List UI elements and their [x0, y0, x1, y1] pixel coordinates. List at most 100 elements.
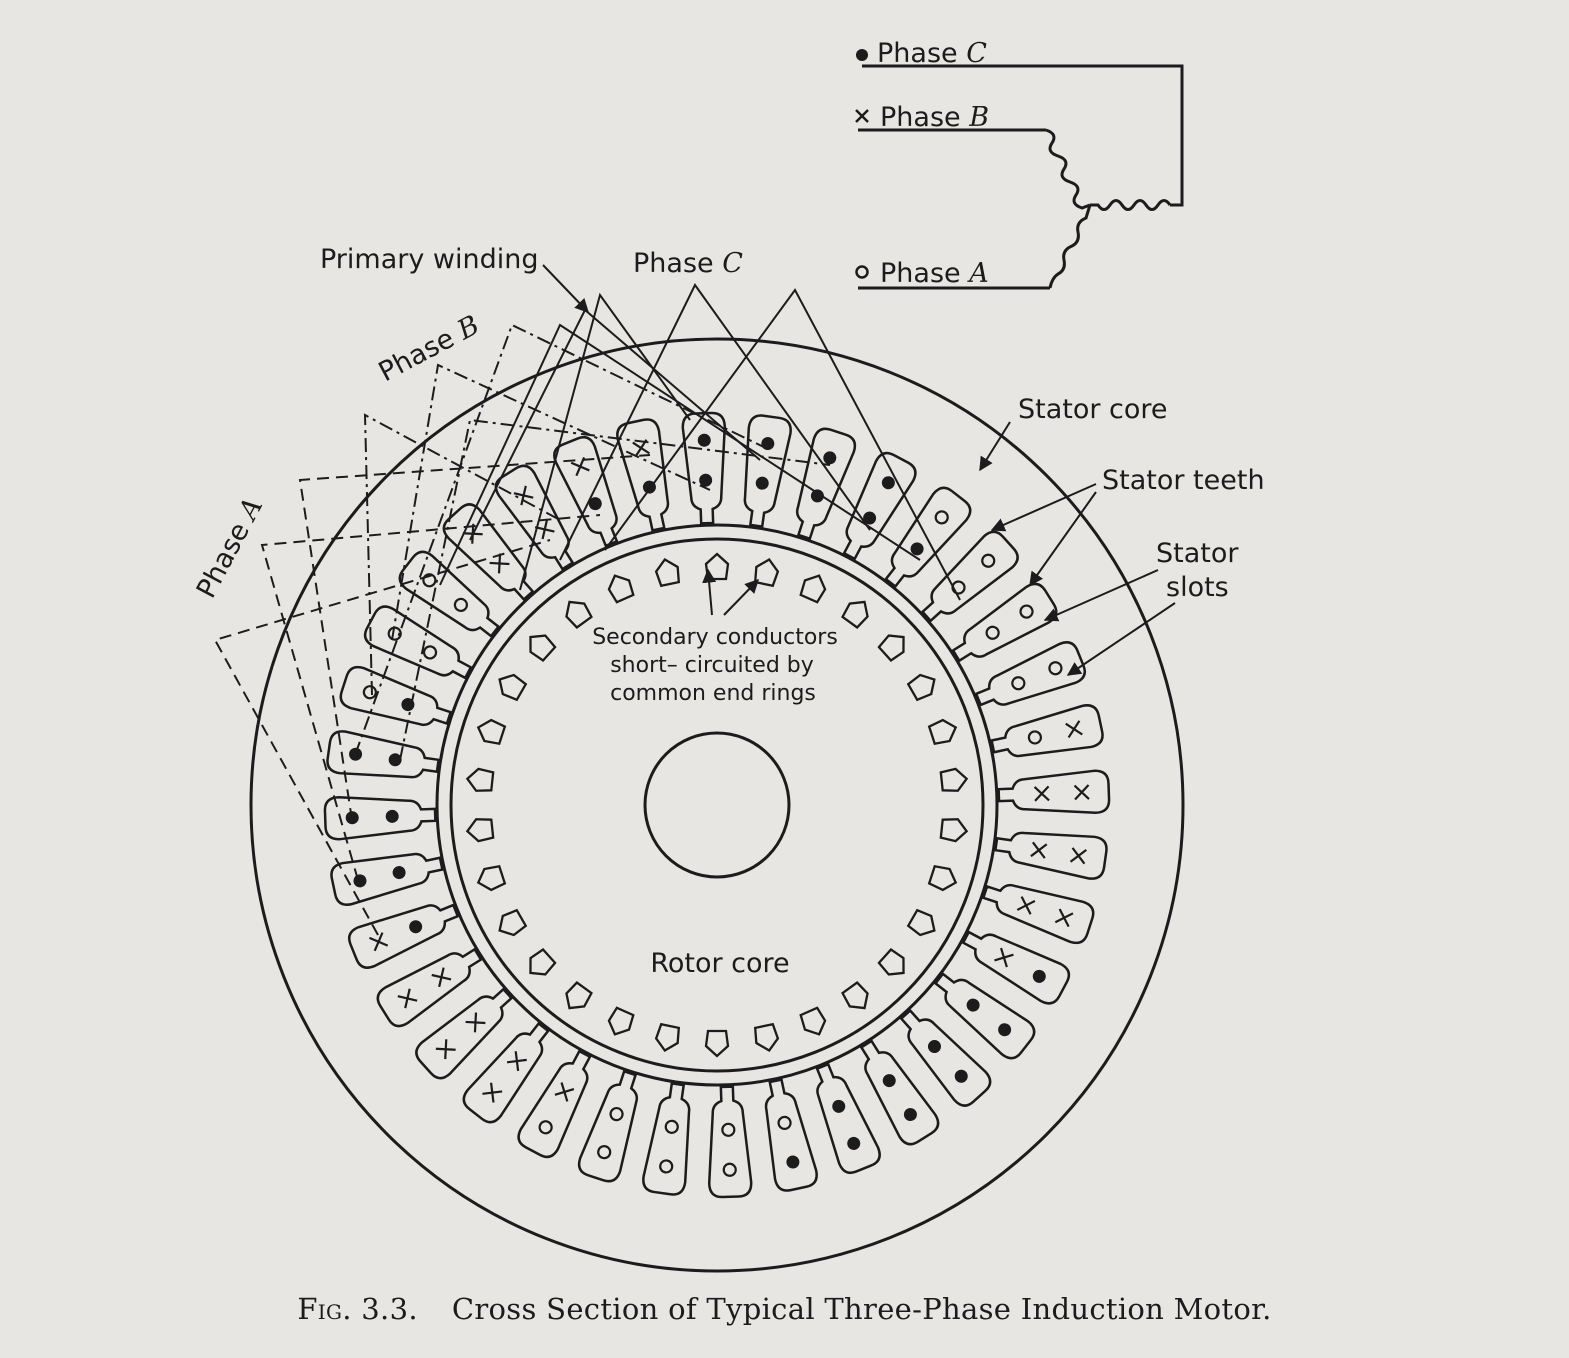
stator-slot-outline [951, 582, 1058, 663]
rotor-bar-outline [704, 552, 730, 581]
rotor-bar-outline [654, 1022, 681, 1053]
stator-slot-outline [795, 427, 857, 541]
rotor-bar-outline [607, 574, 635, 604]
phase-b-conductor-cross [534, 519, 555, 540]
stator-outer-circle [249, 337, 1185, 1273]
phase-c-conductor-dot [882, 1074, 896, 1088]
rotor-bars-group [465, 552, 969, 1058]
stator-slot-outline [376, 947, 483, 1028]
phase-c-conductor-dot [755, 476, 769, 490]
stator-slot [376, 947, 483, 1028]
stator-bore-circle [435, 523, 999, 1087]
rotor-bar [654, 557, 681, 588]
stator-slot-outline [642, 1082, 691, 1196]
stator-slots-label-line2: slots [1166, 572, 1229, 603]
stator-slot-outline [899, 1008, 992, 1107]
stator-slot [553, 435, 619, 548]
phase-c-conductor-dot [863, 511, 877, 525]
rotor-bar-outline [654, 557, 681, 588]
stator-slot [899, 1008, 992, 1107]
phase-c-conductor-dot [966, 998, 980, 1012]
stator-slot [323, 795, 437, 841]
phase-b-conductor-cross [489, 553, 510, 574]
phase-c-winding-label: Phase C [633, 248, 743, 279]
rotor-bar-outline [753, 557, 780, 588]
phase-c-conductor-dot [385, 809, 399, 823]
stator-slot [326, 730, 440, 779]
rotor-bar [529, 634, 557, 662]
rotor-bar-outline [841, 981, 869, 1010]
rotor-bar-outline [877, 634, 905, 662]
stator-slot-outline [764, 1078, 818, 1192]
phase-c-winding-line [604, 288, 961, 601]
phase-b-conductor-cross [369, 932, 389, 952]
rotor-bar [799, 1006, 827, 1036]
stator-slot [997, 769, 1111, 815]
stator-slot [764, 1078, 818, 1192]
phase-b-winding-line [391, 363, 711, 641]
phase-a-conductor-circle [659, 1159, 674, 1174]
stator-teeth-arrow [990, 483, 1097, 532]
stator-slot [462, 1021, 550, 1124]
rotor-bar [704, 552, 730, 581]
stator-slot-outline [616, 418, 670, 532]
rotor-bar-outline [841, 600, 869, 629]
rotor-bar [753, 1022, 780, 1053]
stator-slot [859, 1039, 940, 1146]
phase-c-conductor-dot [392, 866, 406, 880]
phase-b-winding-label: Phase B [374, 310, 485, 389]
stator-slot-outline [347, 903, 460, 969]
phase-b-conductor-cross [1054, 908, 1074, 928]
stator-slot [330, 852, 444, 906]
phase-b-conductor-cross [1065, 720, 1083, 739]
stator-slot-outline [415, 987, 514, 1080]
stator-slot [815, 1062, 881, 1175]
phase-c-conductor-dot [388, 753, 402, 767]
phase-b-conductor-cross [506, 1051, 527, 1072]
phase-b-conductor-cross [554, 1082, 575, 1102]
phase-c-conductor-dot [910, 542, 924, 556]
stator-slot-outline [398, 550, 501, 638]
phase-b-conductor-cross [1073, 784, 1090, 801]
stator-slots-arrow [1043, 569, 1159, 622]
phase-b-winding-line [354, 323, 771, 756]
primary-winding-arrow [542, 264, 589, 314]
phase-a-coil [1048, 204, 1092, 289]
phase-a-conductor-circle [597, 1145, 612, 1160]
stator-slot [951, 582, 1058, 663]
phase-c-conductor-dot [699, 473, 713, 487]
phase-c-conductor-dot [810, 489, 824, 503]
phase-b-terminal-cross [855, 109, 869, 123]
rotor-bar-outline [498, 673, 528, 702]
rotor-bar [704, 1029, 730, 1058]
stator-slot [981, 883, 1095, 945]
stator-core-label: Stator core [1018, 394, 1168, 425]
rotor-bar [529, 948, 557, 976]
rotor-bar-outline [465, 767, 495, 792]
phase-a-conductor-circle [985, 625, 1000, 640]
phase-b-conductor-cross [994, 947, 1014, 968]
phase-c-conductor-dot [954, 1069, 968, 1083]
legend-phase-a-label: Phase A [880, 258, 989, 289]
rotor-bar [465, 818, 495, 843]
phase-c-coil [1090, 199, 1172, 211]
rotor-bar-outline [799, 1006, 827, 1036]
rotor-bar-outline [939, 818, 969, 843]
phase-a-conductor-circle [1019, 604, 1034, 619]
rotor-outer-circle [449, 537, 985, 1073]
stator-slot-outline [981, 883, 1095, 945]
stator-slots-label-line1: Stator [1156, 538, 1239, 569]
rotor-bar-outline [753, 1022, 780, 1053]
secondary-conductors-label-line2: short– circuited by [610, 653, 814, 678]
stator-slot [920, 530, 1019, 623]
stator-core-arrow [979, 421, 1011, 472]
phase-a-winding-line [260, 514, 601, 881]
stator-slot-outline [933, 972, 1036, 1060]
phase-b-conductor-cross [1033, 785, 1050, 802]
stator-slot-outline [842, 451, 917, 561]
phase-b-coil [1045, 128, 1091, 210]
stator-slot-outline [961, 930, 1071, 1005]
stator-slot [363, 605, 473, 680]
rotor-bar [927, 864, 958, 892]
